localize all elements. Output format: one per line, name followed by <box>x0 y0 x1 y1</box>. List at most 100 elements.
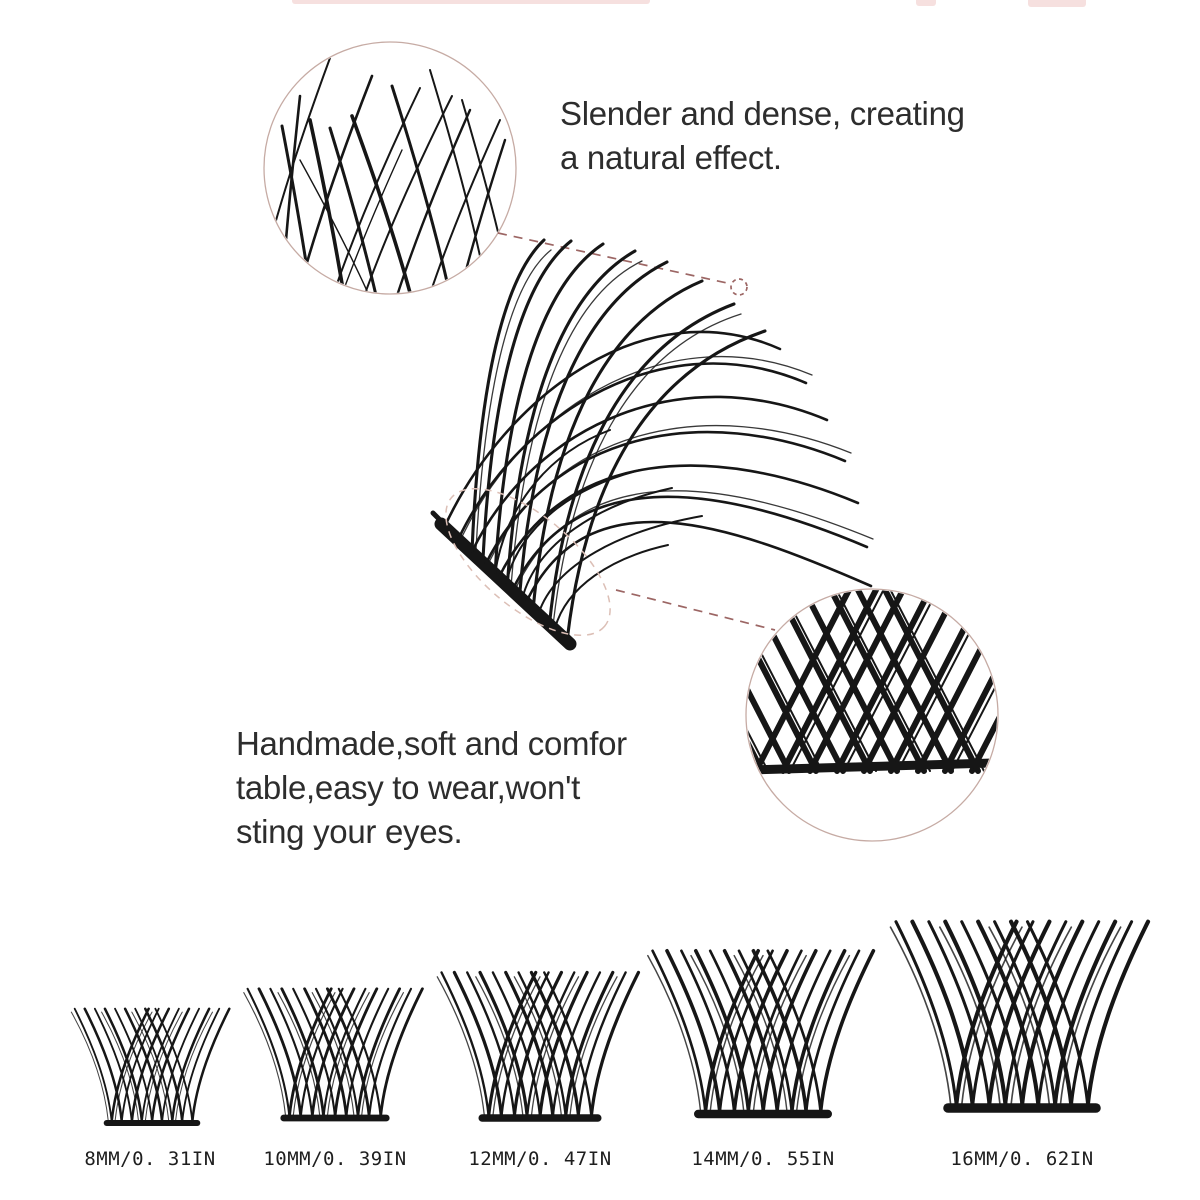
lash-strand <box>475 249 552 551</box>
lash-strand <box>927 920 991 1107</box>
lash-strand <box>531 279 704 610</box>
lash-strand <box>429 119 501 293</box>
lash-strand <box>553 544 669 630</box>
lash-strand <box>516 490 874 587</box>
lash-strand <box>314 987 359 1118</box>
magnifier-circle-border <box>263 41 517 295</box>
lash-strand <box>722 948 780 1114</box>
lash-strand <box>299 987 344 1118</box>
lash-strand <box>511 495 869 591</box>
lash-cluster <box>889 919 1151 1113</box>
lash-strand <box>350 114 414 293</box>
lash-strand <box>191 1007 231 1123</box>
lash-strand <box>835 590 931 772</box>
lash-strand <box>776 949 832 1113</box>
lash-strand <box>134 1007 174 1123</box>
lash-strand <box>517 971 567 1118</box>
lash-strand <box>181 1007 221 1123</box>
lash-strand <box>466 971 516 1118</box>
lash-strand <box>308 118 347 293</box>
lash-cluster <box>436 970 641 1122</box>
lash-strand <box>131 1011 170 1122</box>
size-label-14mm: 14MM/0. 55IN <box>691 1148 835 1170</box>
lash-cluster <box>243 987 424 1122</box>
lash-strand <box>1069 920 1134 1107</box>
lash-strand <box>737 949 794 1113</box>
lash-strand <box>551 971 602 1118</box>
lash-strand <box>537 515 703 615</box>
lash-strand <box>747 590 765 774</box>
lash-strand <box>500 971 550 1118</box>
lash-strand <box>552 313 742 622</box>
size-label-16mm: 16MM/0. 62IN <box>950 1148 1094 1170</box>
lash-strand <box>943 919 1008 1108</box>
lash-strand <box>1085 919 1151 1108</box>
lash-strand <box>497 464 860 578</box>
lash-strand <box>144 1007 184 1123</box>
dashed-leader-line <box>615 589 776 631</box>
dashed-pointer-circle <box>730 278 748 296</box>
lash-strand <box>491 971 542 1118</box>
lash-strand <box>969 590 997 774</box>
lash-tips-magnifier-circle <box>263 41 517 295</box>
lash-strand <box>577 971 627 1118</box>
lash-strand <box>976 919 1041 1108</box>
lash-strand <box>680 949 736 1113</box>
lash-strand <box>665 948 722 1114</box>
lash-strand <box>718 949 774 1113</box>
lash-cluster <box>647 948 876 1119</box>
lash-strand <box>690 954 745 1113</box>
lash-strand <box>470 238 546 554</box>
lash-strand <box>547 302 736 625</box>
lash-strand <box>161 1007 200 1123</box>
lash-strand <box>368 987 413 1118</box>
lash-strand <box>440 971 490 1118</box>
lash-strand <box>461 355 813 537</box>
annotation-handmade: Handmade,soft and comfor table,easy to w… <box>236 722 627 854</box>
lash-strand <box>114 1007 153 1123</box>
lash-strand <box>287 987 333 1118</box>
lash-strand <box>564 970 615 1118</box>
lash-strand <box>521 487 673 600</box>
lash-strand <box>481 239 573 564</box>
lash-strand <box>140 1007 180 1123</box>
main-lash-cluster <box>430 238 874 651</box>
lash-strand <box>938 926 1001 1107</box>
lash-strand <box>333 987 379 1118</box>
lash-strand <box>393 108 472 293</box>
lash-strand <box>461 99 499 233</box>
lash-strand <box>538 970 589 1118</box>
lash-strand <box>356 987 402 1118</box>
lash-band <box>747 758 997 775</box>
lash-strand <box>269 987 314 1118</box>
lash-strand <box>693 948 751 1114</box>
lash-strand <box>361 95 453 293</box>
lash-strand <box>257 987 303 1118</box>
lash-strand <box>292 987 337 1118</box>
lash-strand <box>280 987 326 1118</box>
lash-strand <box>894 920 958 1107</box>
annotation-line: table,easy to wear,won't <box>236 769 580 806</box>
leader-line-tips <box>497 232 748 296</box>
lash-strand <box>781 590 877 772</box>
annotation-line: Slender and dense, creating <box>560 95 965 132</box>
lash-strand <box>513 976 563 1117</box>
annotation-line: a natural effect. <box>560 139 782 176</box>
magnifier-circle-border <box>745 588 999 842</box>
lash-strand <box>130 1007 171 1123</box>
lash-strand <box>993 920 1057 1107</box>
lash-strand <box>322 987 367 1118</box>
lash-strand <box>123 1007 164 1123</box>
lash-strand <box>504 970 555 1118</box>
lash-strand <box>747 590 819 774</box>
lash-strand <box>889 590 985 772</box>
lash-strand <box>361 992 404 1117</box>
size-label-10mm: 10MM/0. 39IN <box>263 1148 407 1170</box>
lash-strand <box>505 469 641 584</box>
lash-strand <box>150 1007 191 1123</box>
lash-strand <box>83 1007 124 1123</box>
dashed-magnified-area-ellipse <box>445 487 611 637</box>
top-edge-artifact <box>1028 0 1086 7</box>
